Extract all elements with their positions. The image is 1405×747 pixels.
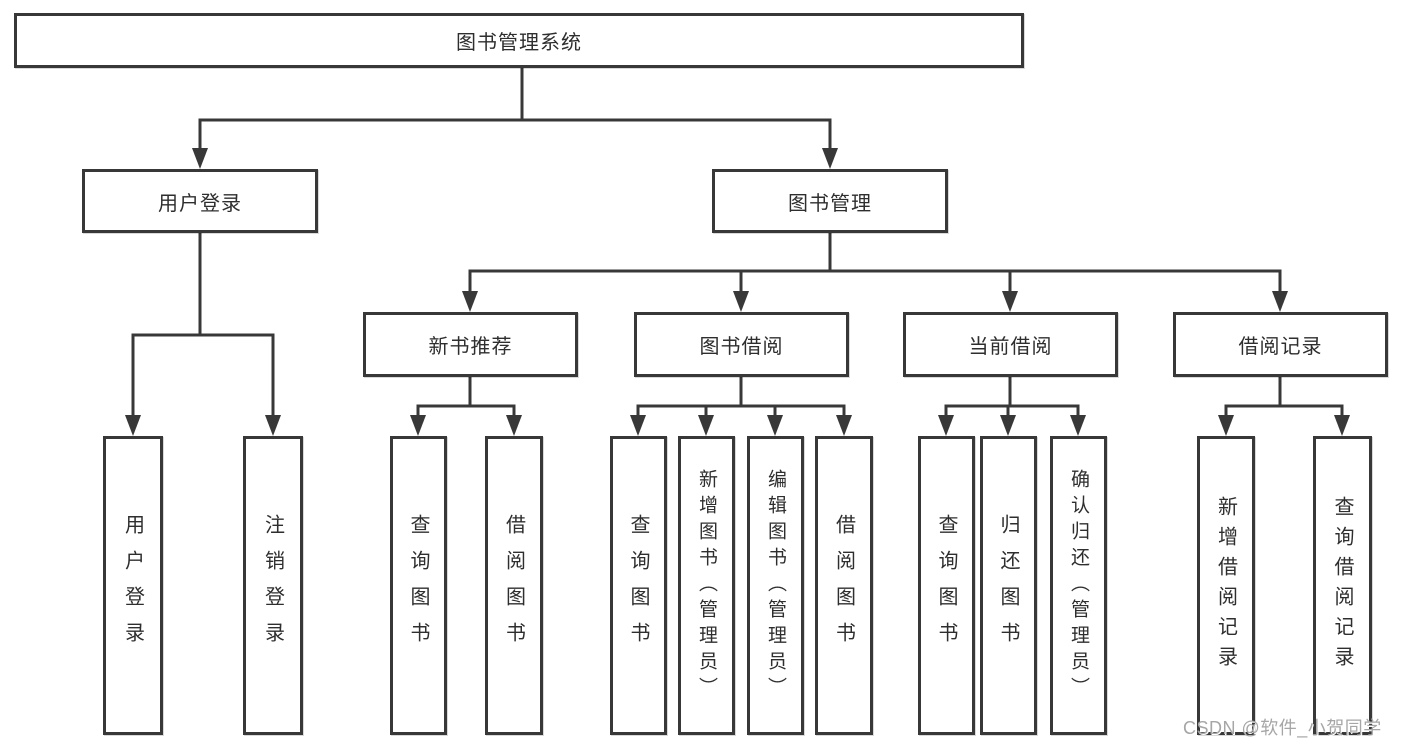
node-label: 图书管理系统: [456, 32, 582, 54]
node-label: 用户登录: [158, 192, 242, 215]
edge-borrowrecord-to-leaves: [1224, 377, 1344, 416]
arrow-down-icon: [630, 415, 646, 436]
arrow-down-icon: [410, 415, 426, 436]
leaf-add-books-admin: 新增图书（管理员）: [678, 436, 735, 735]
arrow-down-icon: [192, 148, 208, 169]
edge-bookmgmt-to-level3: [468, 233, 1282, 292]
node-label: 借阅图书: [502, 513, 525, 658]
node-book-borrow: 图书借阅: [634, 312, 849, 377]
edge-currentborrow-to-leaves: [944, 377, 1080, 416]
node-label: 用户登录: [121, 513, 144, 658]
node-user-login: 用户登录: [82, 169, 318, 233]
leaf-borrow-books-newrec: 借阅图书: [485, 436, 543, 735]
arrow-down-icon: [1272, 291, 1288, 312]
leaf-query-books-borrow: 查询图书: [610, 436, 667, 735]
edge-userlogin-to-leaves: [131, 233, 275, 416]
leaf-confirm-return-admin: 确认归还（管理员）: [1050, 436, 1107, 735]
edge-bookborrow-to-leaves: [636, 377, 846, 416]
node-borrow-record: 借阅记录: [1173, 312, 1388, 377]
arrow-down-icon: [1000, 415, 1016, 436]
arrow-down-icon: [836, 415, 852, 436]
node-label: 新增图书（管理员）: [696, 468, 717, 703]
node-label: 借阅图书: [832, 513, 855, 658]
node-label: 归还图书: [997, 513, 1019, 658]
node-label: 图书借阅: [699, 336, 784, 358]
node-library-management-system: 图书管理系统: [14, 13, 1024, 68]
node-label: 查询图书: [407, 513, 429, 658]
arrow-down-icon: [125, 415, 141, 436]
edge-newbookrec-to-leaves: [416, 377, 516, 416]
arrow-down-icon: [1070, 415, 1086, 436]
leaf-edit-books-admin: 编辑图书（管理员）: [747, 436, 804, 735]
edge-root-to-level2: [198, 68, 832, 150]
arrow-down-icon: [822, 148, 838, 169]
leaf-return-books: 归还图书: [980, 436, 1037, 735]
node-label: 确认归还（管理员）: [1068, 468, 1089, 703]
arrow-down-icon: [733, 291, 749, 312]
node-label: 新书推荐: [428, 336, 513, 358]
arrow-down-icon: [1218, 415, 1234, 436]
node-label: 借阅记录: [1238, 336, 1323, 358]
node-new-book-recommend: 新书推荐: [363, 312, 578, 377]
node-label: 当前借阅: [968, 336, 1053, 358]
leaf-query-books-newrec: 查询图书: [390, 436, 447, 735]
leaf-add-borrow-record: 新增借阅记录: [1197, 436, 1255, 735]
arrow-down-icon: [938, 415, 954, 436]
node-label: 查询借阅记录: [1331, 495, 1353, 676]
leaf-borrow-books: 借阅图书: [815, 436, 873, 735]
node-book-management: 图书管理: [712, 169, 948, 233]
arrow-down-icon: [462, 291, 478, 312]
node-label: 注销登录: [261, 513, 284, 658]
arrow-down-icon: [1002, 291, 1018, 312]
node-label: 查询图书: [627, 513, 649, 658]
node-current-borrow: 当前借阅: [903, 312, 1118, 377]
node-label: 编辑图书（管理员）: [765, 468, 786, 703]
leaf-logout: 注销登录: [243, 436, 303, 735]
arrow-down-icon: [767, 415, 783, 436]
arrow-down-icon: [1334, 415, 1350, 436]
node-label: 图书管理: [788, 192, 872, 215]
connector-paths: [131, 68, 1344, 416]
leaf-query-borrow-record: 查询借阅记录: [1313, 436, 1372, 735]
arrowheads: [125, 148, 1350, 436]
arrow-down-icon: [698, 415, 714, 436]
arrow-down-icon: [265, 415, 281, 436]
leaf-query-books-current: 查询图书: [918, 436, 975, 735]
leaf-user-login: 用户登录: [103, 436, 163, 735]
watermark-text: CSDN @软件_小贺同学: [1183, 718, 1382, 738]
arrow-down-icon: [506, 415, 522, 436]
node-label: 查询图书: [935, 513, 957, 658]
node-label: 新增借阅记录: [1214, 495, 1237, 676]
